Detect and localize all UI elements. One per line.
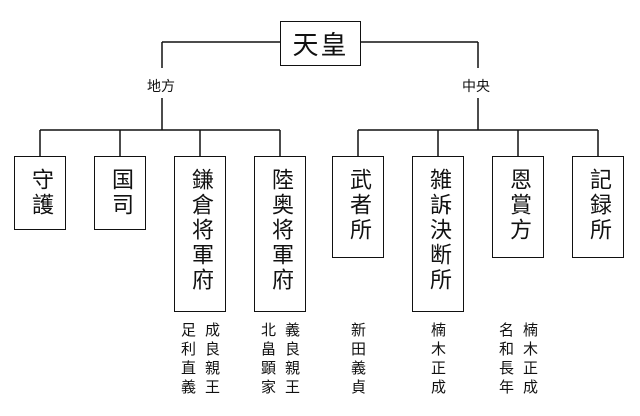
person-name: 義良親王	[283, 322, 301, 398]
office-label-kiroku: 記録所	[586, 168, 611, 243]
person-name: 楠木正成	[429, 322, 447, 398]
office-box-kokushi: 国司	[94, 156, 146, 230]
office-label-shugo: 守護	[28, 168, 53, 218]
person-name: 名和長年	[497, 322, 515, 398]
person-name: 新田義貞	[349, 322, 367, 398]
office-label-kokushi: 国司	[108, 168, 133, 218]
office-box-mutsu: 陸奥将軍府	[254, 156, 306, 312]
office-label-zasso: 雑訴決断所	[426, 168, 451, 293]
person-name: 楠木正成	[521, 322, 539, 398]
office-box-shugo: 守護	[14, 156, 66, 230]
office-label-onsho: 恩賞方	[506, 168, 531, 243]
emperor-box: 天皇	[280, 21, 361, 66]
office-box-kiroku: 記録所	[572, 156, 624, 258]
office-box-kamakura: 鎌倉将軍府	[174, 156, 226, 312]
branch-central-label: 中央	[459, 76, 493, 96]
person-name: 足利直義	[179, 322, 197, 398]
office-label-mushadokoro: 武者所	[346, 168, 371, 243]
person-name: 成良親王	[203, 322, 221, 398]
office-label-mutsu: 陸奥将軍府	[268, 168, 293, 293]
office-box-onsho: 恩賞方	[492, 156, 544, 258]
person-name: 北畠顕家	[259, 322, 277, 398]
office-box-mushadokoro: 武者所	[332, 156, 384, 258]
office-box-zasso: 雑訴決断所	[412, 156, 464, 312]
branch-local-label: 地方	[144, 76, 178, 96]
office-label-kamakura: 鎌倉将軍府	[188, 168, 213, 293]
emperor-label: 天皇	[292, 31, 349, 61]
